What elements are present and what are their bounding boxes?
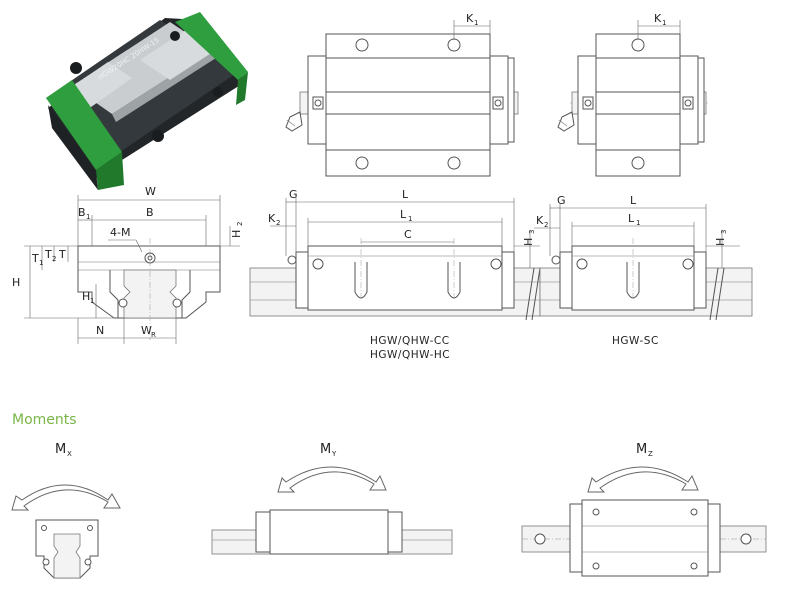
- top-view-long-block: K 1: [285, 12, 520, 177]
- svg-text:2: 2: [276, 219, 280, 227]
- h3-label-sc: H: [714, 238, 727, 246]
- mx-label: M: [55, 442, 66, 457]
- svg-text:1: 1: [636, 219, 640, 227]
- wr-label: W: [141, 324, 152, 337]
- mz-label: M: [636, 442, 647, 457]
- caption-sc: HGW-SC: [612, 335, 659, 347]
- moment-my-diagram: M Y: [211, 442, 453, 555]
- svg-text:Z: Z: [648, 450, 653, 458]
- svg-text:R: R: [151, 331, 156, 339]
- h3-label-cc: H: [522, 238, 535, 246]
- t1-label: T: [31, 252, 39, 265]
- side-view-long-block: L L 1 C G K 2 H 3 HGW/QHW-CC HGW/QHW-HC: [249, 188, 541, 361]
- svg-text:X: X: [67, 450, 72, 458]
- my-label: M: [320, 442, 331, 457]
- t2-label: T: [44, 248, 52, 261]
- h1-label: H: [82, 290, 90, 303]
- svg-text:1: 1: [90, 297, 94, 305]
- svg-text:3: 3: [528, 230, 536, 234]
- h-label: H: [12, 276, 20, 289]
- l1-label-sc: L: [628, 212, 635, 225]
- t-label: T: [58, 248, 66, 261]
- svg-text:1: 1: [408, 215, 412, 223]
- l-label-sc: L: [630, 194, 637, 207]
- l-label-cc: L: [402, 188, 409, 201]
- w-label: W: [145, 185, 156, 198]
- svg-text:1: 1: [86, 213, 90, 221]
- svg-text:2: 2: [544, 221, 548, 229]
- caption-hc: HGW/QHW-HC: [370, 349, 450, 361]
- side-view-short-block: L L 1 G K 2 H 3 HGW-SC: [534, 194, 753, 347]
- b-label: B: [146, 206, 154, 219]
- b1-label: B: [78, 206, 86, 219]
- caption-cc: HGW/QHW-CC: [370, 335, 450, 347]
- k2-label-cc: K: [268, 212, 276, 225]
- k1-label-1: K: [466, 12, 474, 25]
- k1-label-2: K: [654, 12, 662, 25]
- g-label-sc: G: [557, 194, 566, 207]
- g-label-cc: G: [289, 188, 298, 201]
- svg-text:Y: Y: [331, 450, 337, 458]
- product-photo: HGW20HC 20HW-15: [46, 12, 248, 190]
- n-label: N: [96, 324, 104, 337]
- moment-mx-diagram: M X: [11, 442, 121, 579]
- l1-label-cc: L: [400, 208, 407, 221]
- top-view-short-block: K 1: [557, 12, 710, 177]
- moments-heading: Moments: [12, 412, 77, 428]
- end-view: W B B 1 4-M H 2 H T 1 T 2 T H 1 N: [12, 185, 244, 344]
- c-label: C: [404, 228, 412, 241]
- 4-m-label: 4-M: [110, 226, 130, 239]
- h2-label: H: [230, 230, 243, 238]
- svg-text:1: 1: [474, 19, 478, 27]
- svg-text:3: 3: [720, 230, 728, 234]
- moment-mz-diagram: M Z: [521, 442, 767, 577]
- svg-text:2: 2: [236, 222, 244, 226]
- svg-text:1: 1: [662, 19, 666, 27]
- svg-text:2: 2: [52, 255, 56, 263]
- k2-label-sc: K: [536, 214, 544, 227]
- svg-text:1: 1: [39, 259, 43, 267]
